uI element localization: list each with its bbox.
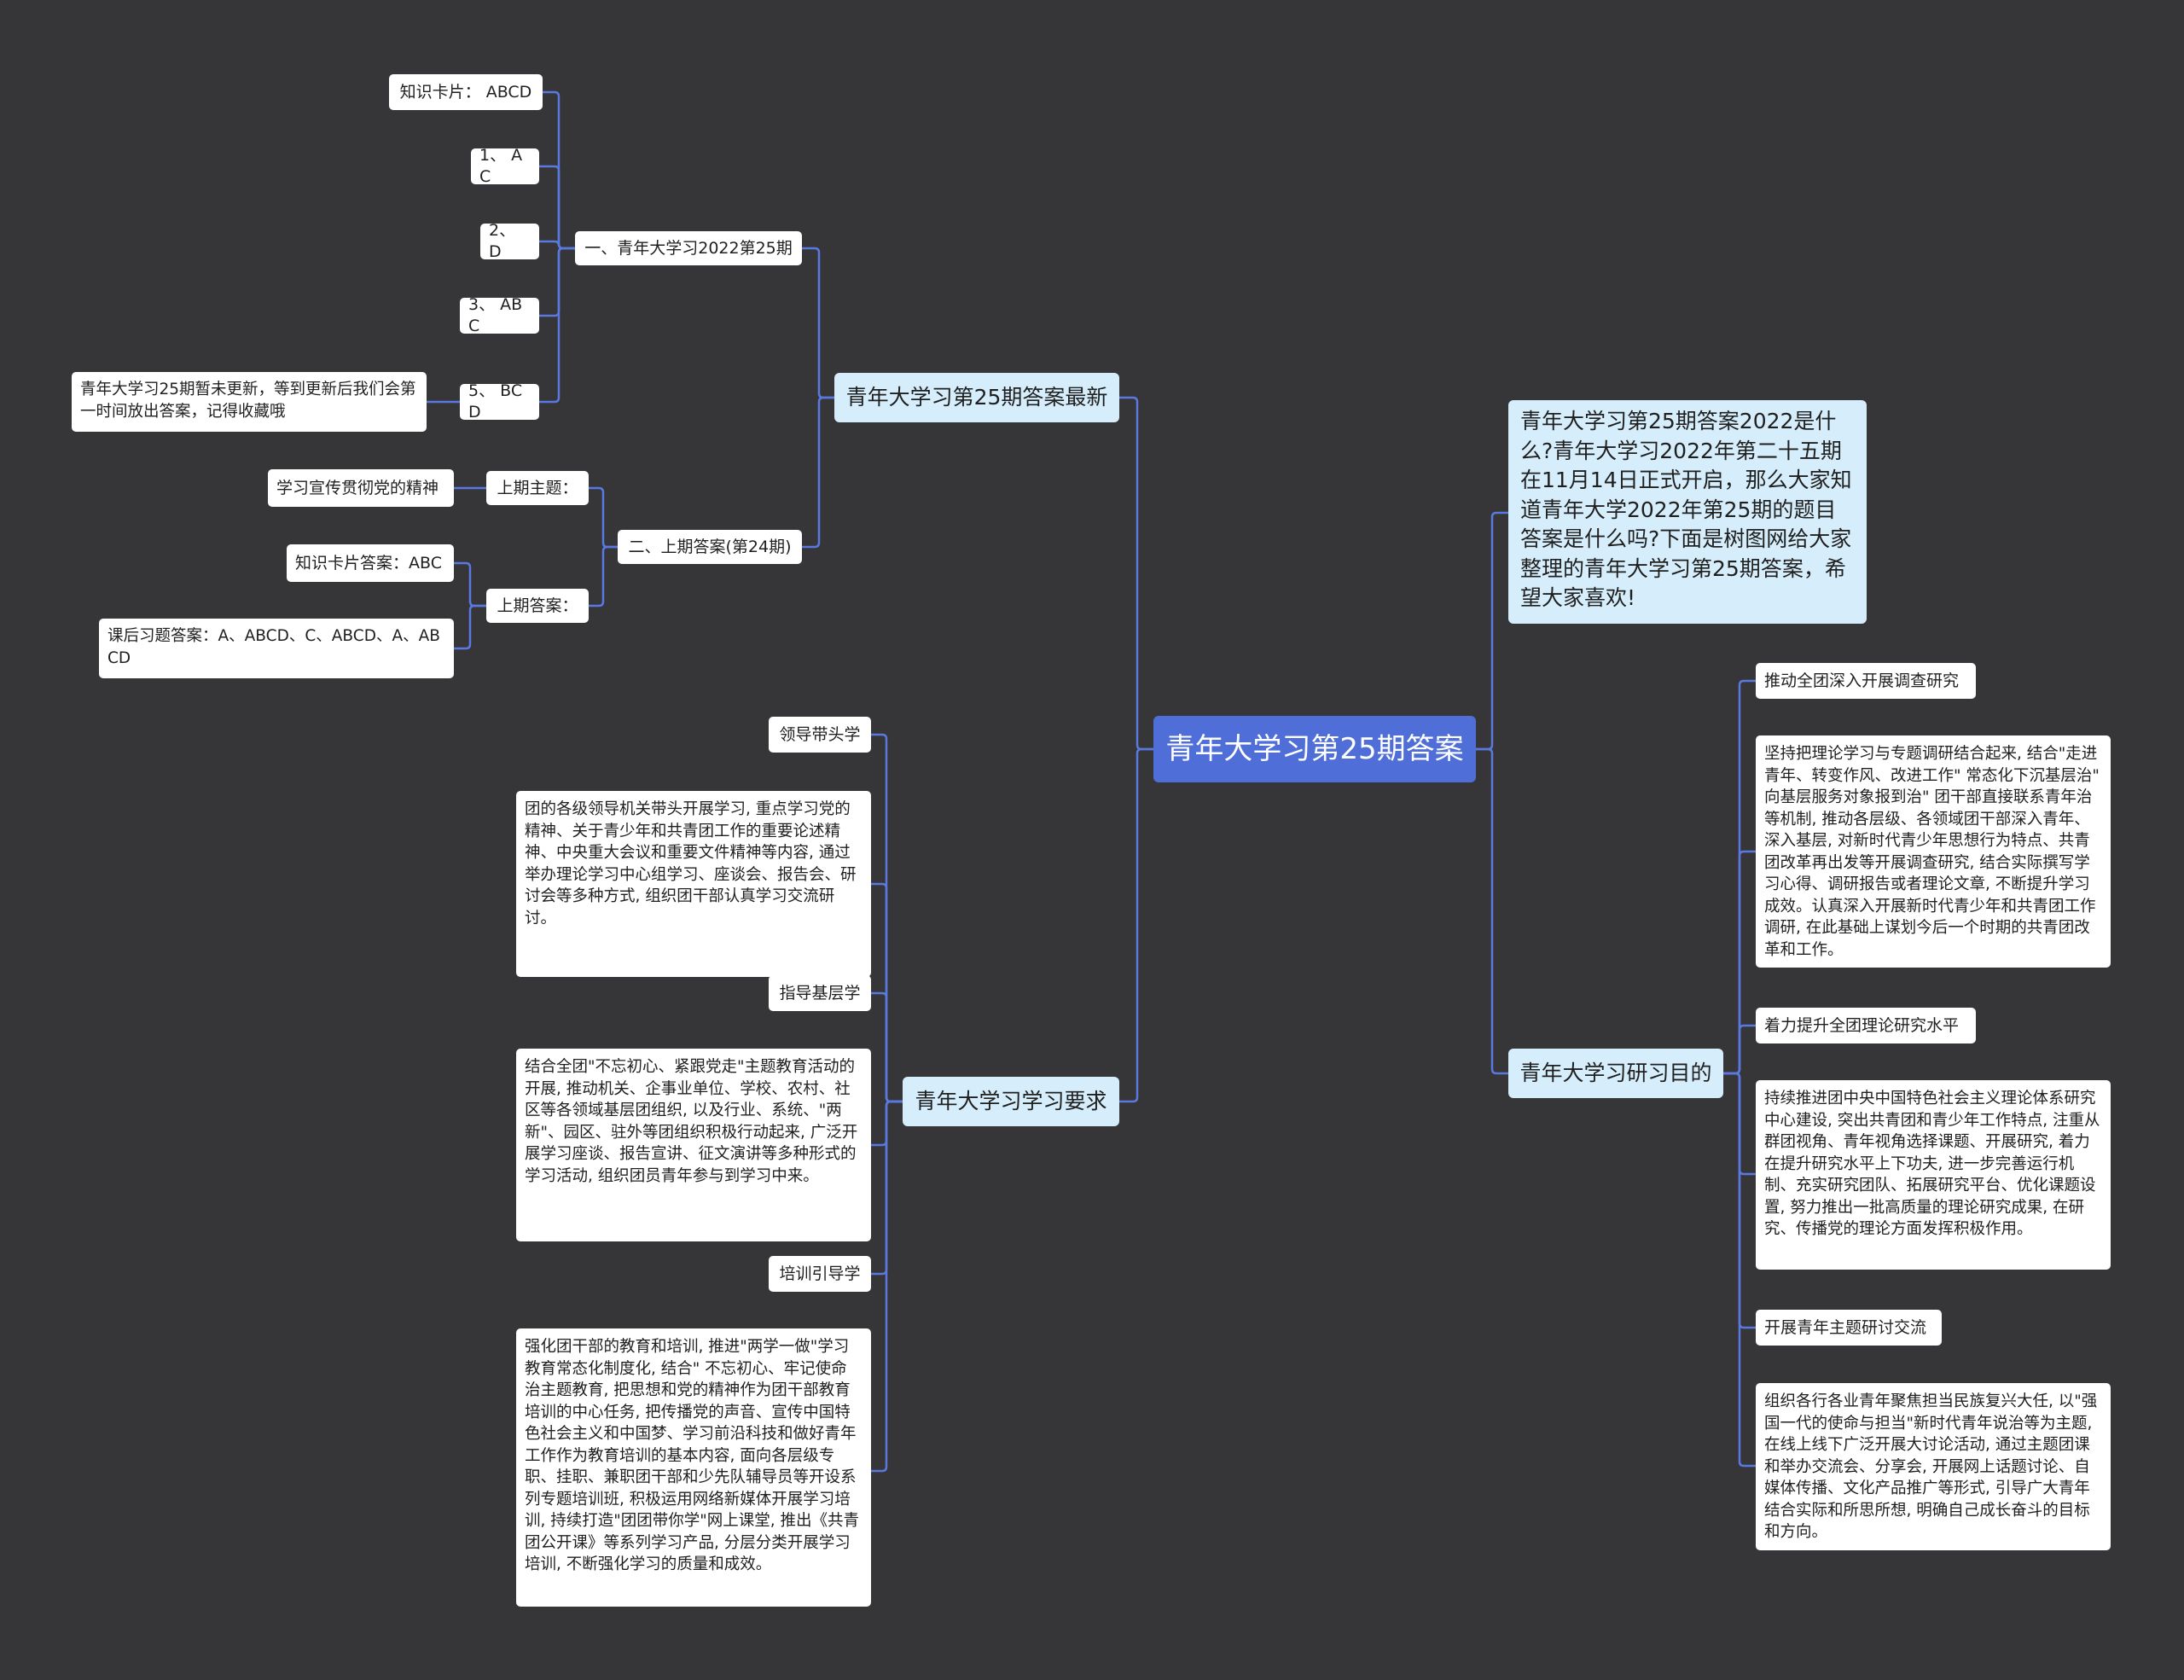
link-part1-to-q3: [537, 247, 577, 317]
node-training-guide-detail[interactable]: 强化团干部的教育和培训, 推进"两学一做"学习教育常态化制度化, 结合" 不忘初…: [516, 1328, 871, 1607]
link-req-to-item2: [869, 991, 904, 1103]
node-previous-topic-value[interactable]: 学习宣传贯彻党的精神: [268, 469, 454, 507]
link-purpose-to-item2: [1722, 1024, 1757, 1075]
link-root-to-requirements: [1118, 747, 1155, 1103]
node-guide-grassroots-detail[interactable]: 结合全团"不忘初心、紧跟党走"主题教育活动的开展, 推动机关、企事业单位、学校、…: [516, 1049, 871, 1241]
node-previous-card-answer[interactable]: 知识卡片答案：ABC: [287, 544, 454, 582]
node-part1-2022-25[interactable]: 一、青年大学习2022第25期: [575, 231, 802, 265]
intro-summary[interactable]: 青年大学习第25期答案2022是什么?青年大学习2022年第二十五期在11月14…: [1508, 400, 1867, 624]
link-part2-to-answer: [587, 545, 619, 607]
branch-answers-latest[interactable]: 青年大学习第25期答案最新: [834, 373, 1119, 422]
node-part2-previous[interactable]: 二、上期答案(第24期): [618, 530, 802, 564]
node-training-guide[interactable]: 培训引导学: [769, 1256, 871, 1292]
node-answer-q5[interactable]: 5、 BCD: [460, 381, 539, 421]
node-answer-q3[interactable]: 3、 ABC: [460, 295, 539, 335]
node-improve-theory[interactable]: 着力提升全团理论研究水平: [1756, 1008, 1976, 1043]
root-node[interactable]: 青年大学习第25期答案: [1153, 716, 1476, 782]
node-answer-q2[interactable]: 2、 D: [480, 221, 539, 261]
node-previous-exercise-answer[interactable]: 课后习题答案：A、ABCD、C、ABCD、A、ABCD: [99, 619, 454, 678]
link-answer-to-exercise: [452, 604, 488, 650]
link-part1-to-q1: [537, 165, 577, 250]
node-youth-seminar-detail[interactable]: 组织各行各业青年聚焦担当民族复兴大任, 以"强国一代的使命与担当"新时代青年说治…: [1756, 1383, 2111, 1550]
node-previous-answer[interactable]: 上期答案：: [486, 589, 589, 623]
node-previous-topic[interactable]: 上期主题：: [486, 471, 589, 505]
node-leaders-learn[interactable]: 领导带头学: [769, 717, 871, 753]
node-knowledge-card[interactable]: 知识卡片： ABCD: [389, 74, 543, 110]
node-promote-research-detail[interactable]: 坚持把理论学习与专题调研结合起来, 结合"走进青年、转变作风、改进工作" 常态化…: [1756, 735, 2111, 968]
branch-study-purpose[interactable]: 青年大学习研习目的: [1508, 1049, 1723, 1098]
link-req-to-detail3: [869, 1100, 904, 1473]
node-youth-seminar[interactable]: 开展青年主题研讨交流: [1756, 1310, 1942, 1346]
link-part1-to-q5: [537, 247, 577, 404]
node-update-note[interactable]: 青年大学习25期暂未更新，等到更新后我们会第一时间放出答案，记得收藏哦: [72, 372, 427, 432]
node-leaders-learn-detail[interactable]: 团的各级领导机关带头开展学习, 重点学习党的精神、关于青少年和共青团工作的重要论…: [516, 791, 871, 977]
node-promote-research[interactable]: 推动全团深入开展调查研究: [1756, 663, 1976, 699]
node-answer-q1[interactable]: 1、 AC: [471, 146, 539, 186]
link-part2-to-topic: [587, 486, 619, 549]
link-answers-to-part2: [800, 396, 836, 549]
link-answers-to-part1: [800, 247, 836, 399]
link-purpose-to-detail3: [1722, 1072, 1757, 1468]
link-root-to-purpose: [1474, 747, 1510, 1075]
link-root-to-intro: [1474, 511, 1510, 751]
node-improve-theory-detail[interactable]: 持续推进团中央中国特色社会主义理论体系研究中心建设, 突出共青团和青少年工作特点…: [1756, 1080, 2111, 1270]
branch-study-requirements[interactable]: 青年大学习学习要求: [903, 1077, 1119, 1126]
link-answer-to-card: [452, 561, 488, 607]
node-guide-grassroots[interactable]: 指导基层学: [769, 975, 871, 1011]
link-root-to-answers: [1118, 396, 1155, 751]
